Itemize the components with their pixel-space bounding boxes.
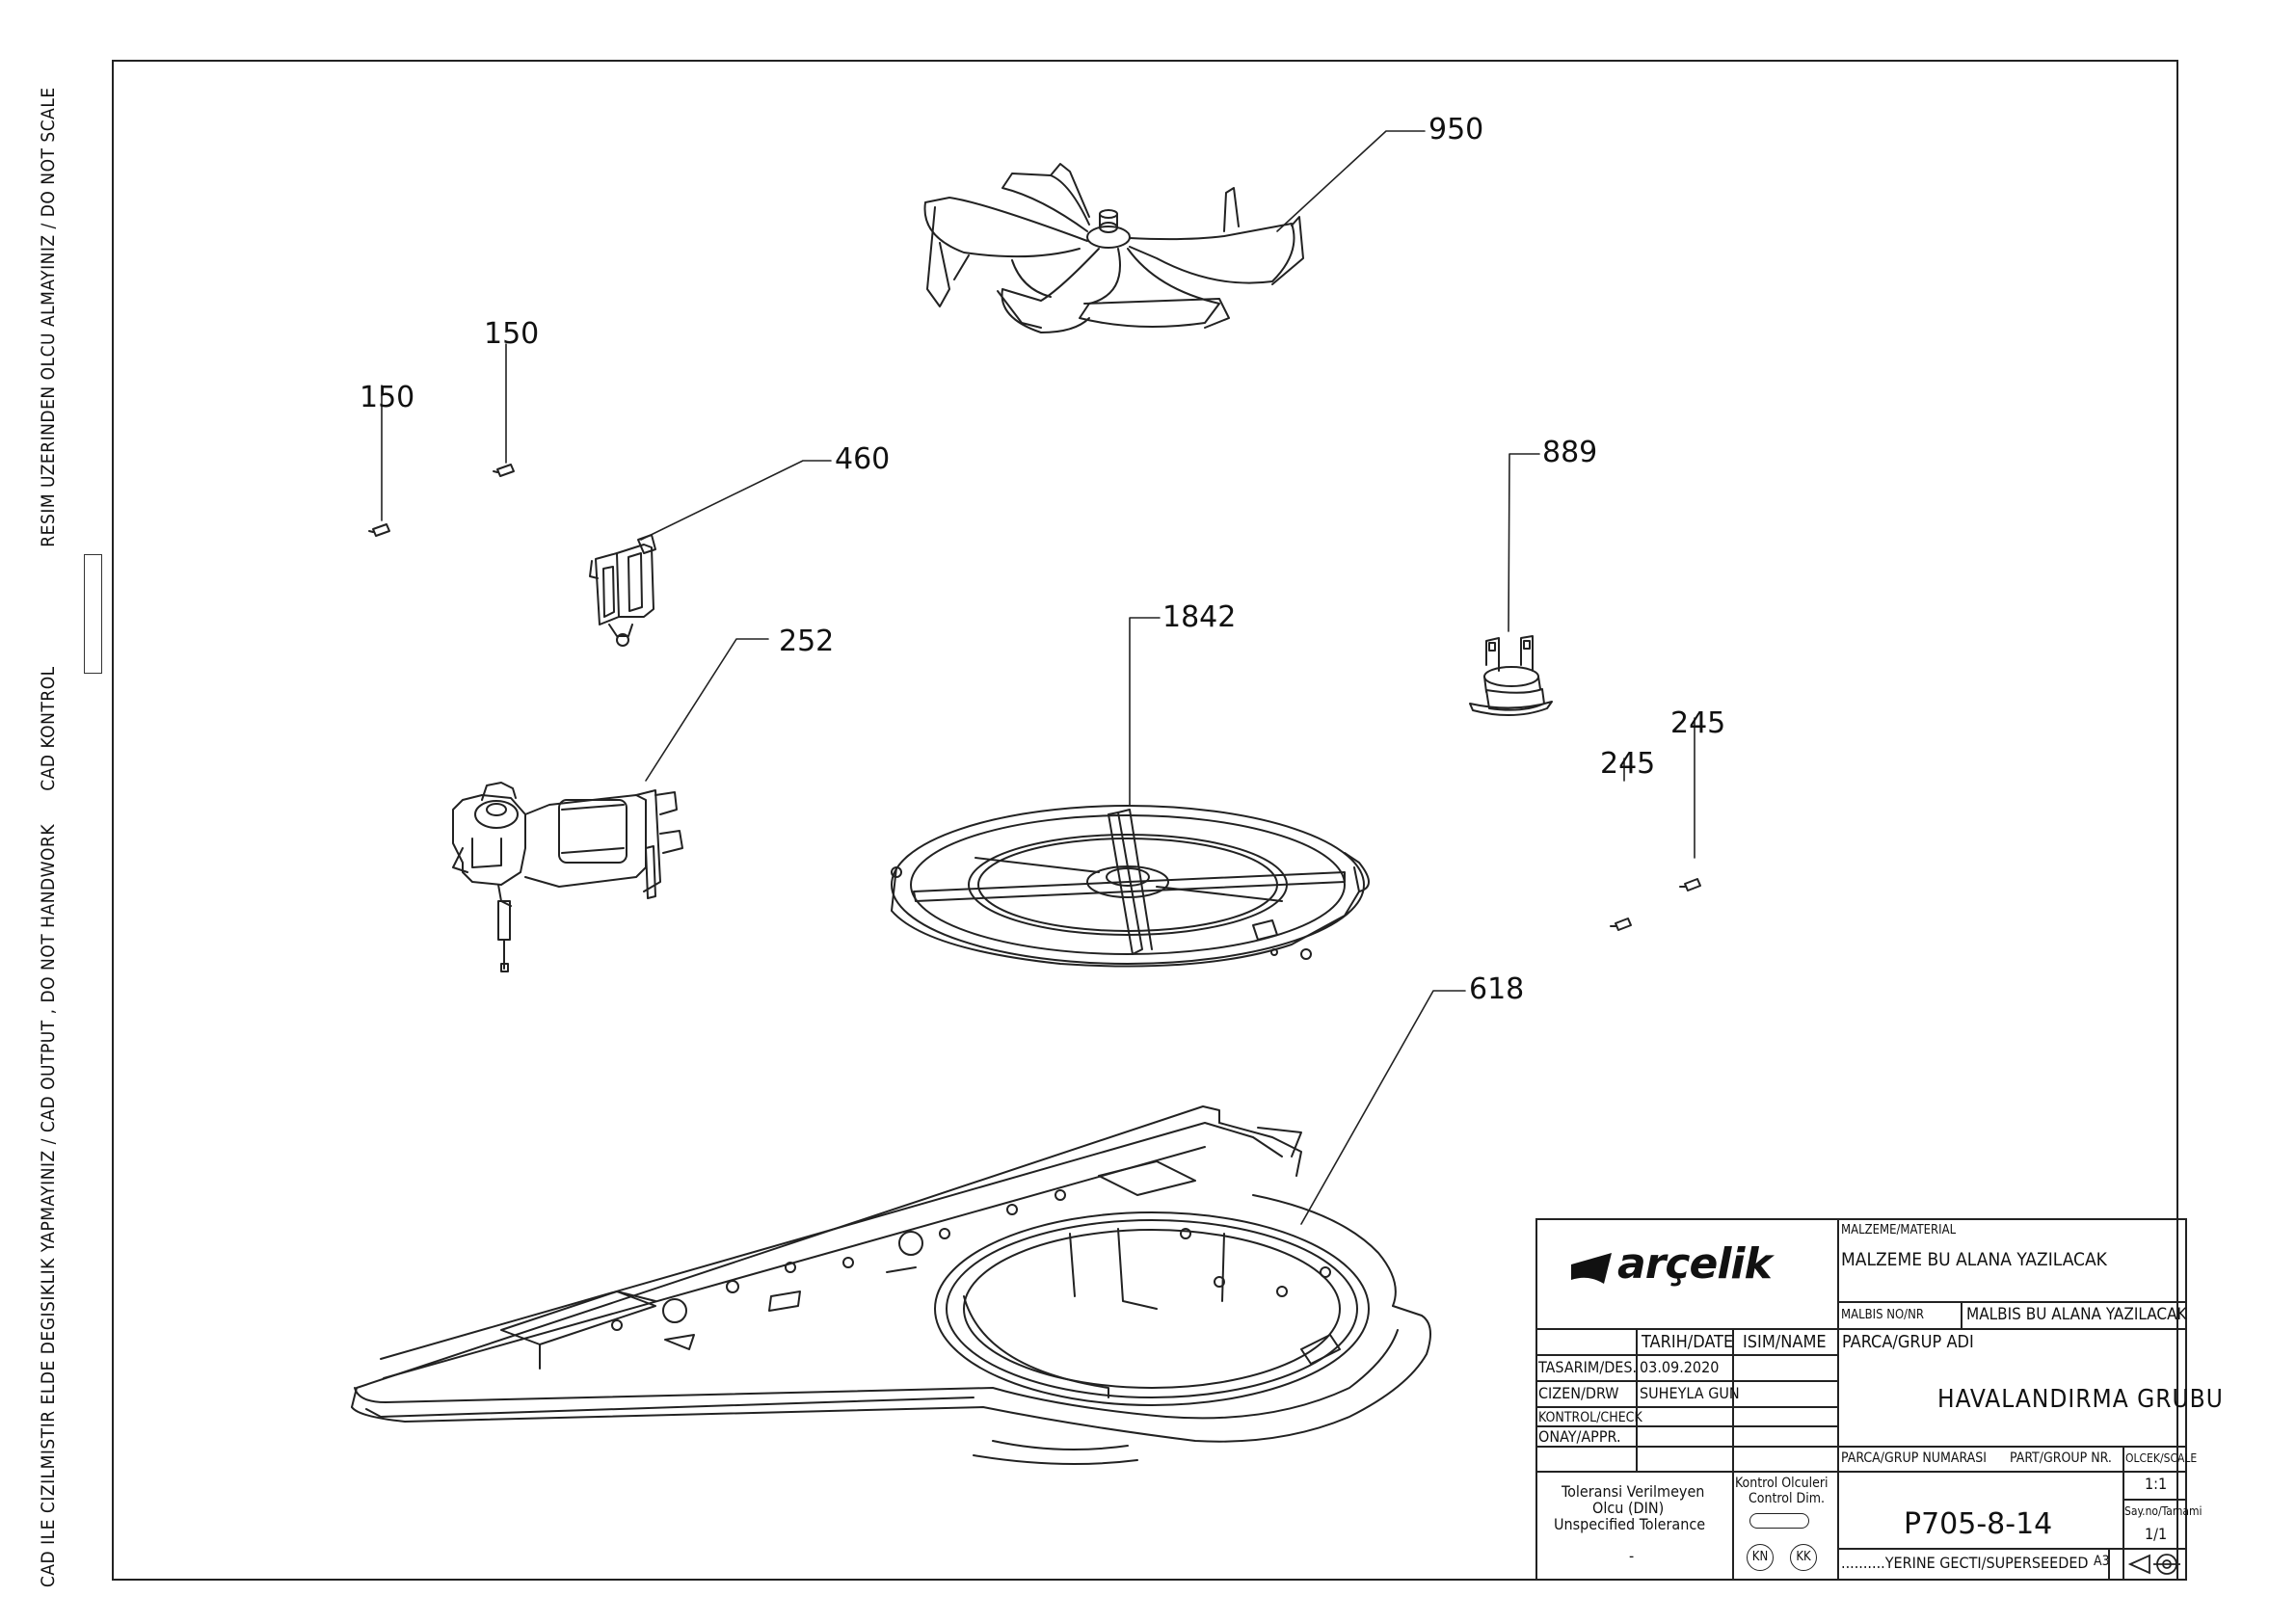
tolerance-line-2: Olcu (DIN) (1592, 1499, 1665, 1517)
cad-control-box (84, 554, 102, 674)
tolerance-line-3: Unspecified Tolerance (1554, 1515, 1706, 1533)
fan-cover-drawing (891, 805, 1370, 968)
leader-lines (381, 130, 1695, 1225)
callout-screw-150-a: 150 (484, 317, 540, 351)
callout-air-duct: 618 (1469, 972, 1525, 1006)
sheet-value: 1/1 (2145, 1525, 2168, 1543)
callout-screw-150-b: 150 (360, 381, 415, 414)
sheet-header: Say.no/Tamami (2124, 1504, 2203, 1518)
callout-screw-245-b: 245 (1670, 706, 1726, 740)
part-number-header-en: PART/GROUP NR. (2010, 1450, 2112, 1466)
malbis-header: MALBIS NO/NR (1841, 1308, 1924, 1322)
callout-thermostat: 889 (1542, 436, 1598, 469)
row-drw-label: CIZEN/DRW (1538, 1384, 1619, 1402)
callout-fan: 950 (1428, 113, 1484, 146)
thermostat-drawing (1469, 635, 1553, 717)
control-line-2: Control Dim. (1749, 1491, 1825, 1506)
row-appr-label: ONAY/APPR. (1538, 1427, 1621, 1446)
row-des-label: TASARIM/DES. (1538, 1358, 1638, 1376)
row-check-label: KONTROL/CHECK (1538, 1410, 1642, 1425)
part-number-header: PARCA/GRUP NUMARASI (1841, 1450, 1987, 1466)
callout-screw-245-a: 245 (1600, 747, 1656, 781)
kn-symbol: KN (1747, 1544, 1774, 1571)
material-header: MALZEME/MATERIAL (1841, 1223, 1957, 1237)
screw-150-drawing (368, 464, 515, 537)
row-des-date: 03.09.2020 (1640, 1358, 1720, 1376)
title-block (1535, 1218, 2187, 1581)
bracket-drawing (589, 534, 656, 647)
callout-motor: 252 (779, 625, 835, 658)
projection-symbol-icon (2128, 1554, 2180, 1575)
date-header: TARIH/DATE (1642, 1332, 1734, 1352)
arcelik-logo-mark (1571, 1253, 1612, 1284)
part-name-header: PARCA/GRUP ADI (1842, 1332, 1974, 1352)
callout-bracket: 460 (835, 442, 891, 476)
control-line-1: Kontrol Olculeri (1735, 1476, 1829, 1491)
superseeded: ..........YERINE GECTI/SUPERSEEDED (1841, 1554, 2089, 1572)
name-header: ISIM/NAME (1743, 1332, 1827, 1352)
sheet-size: A3 (2094, 1554, 2110, 1569)
callout-fan-cover: 1842 (1162, 600, 1237, 634)
control-dim-symbol (1749, 1513, 1809, 1529)
tolerance-value: - (1629, 1547, 1635, 1565)
scale-value: 1:1 (2145, 1475, 2168, 1493)
fan-drawing (923, 163, 1304, 333)
motor-drawing (452, 782, 683, 972)
arcelik-logo: arçelik (1617, 1239, 1773, 1289)
part-name: HAVALANDIRMA GRUBU (1937, 1385, 2224, 1414)
material-value: MALZEME BU ALANA YAZILACAK (1841, 1249, 2107, 1270)
air-duct-drawing (351, 1105, 1431, 1465)
tolerance-line-1: Toleransi Verilmeyen (1562, 1482, 1705, 1501)
scale-header: OLCEK/SCALE (2125, 1451, 2198, 1465)
screw-245-drawing (1610, 878, 1701, 931)
part-number: P705-8-14 (1904, 1507, 2053, 1541)
drawing-frame (112, 60, 2178, 1581)
malbis-value: MALBIS BU ALANA YAZILACAK (1966, 1305, 2187, 1324)
kk-symbol: KK (1790, 1544, 1817, 1571)
row-drw-date: SUHEYLA GUN (1640, 1384, 1740, 1402)
